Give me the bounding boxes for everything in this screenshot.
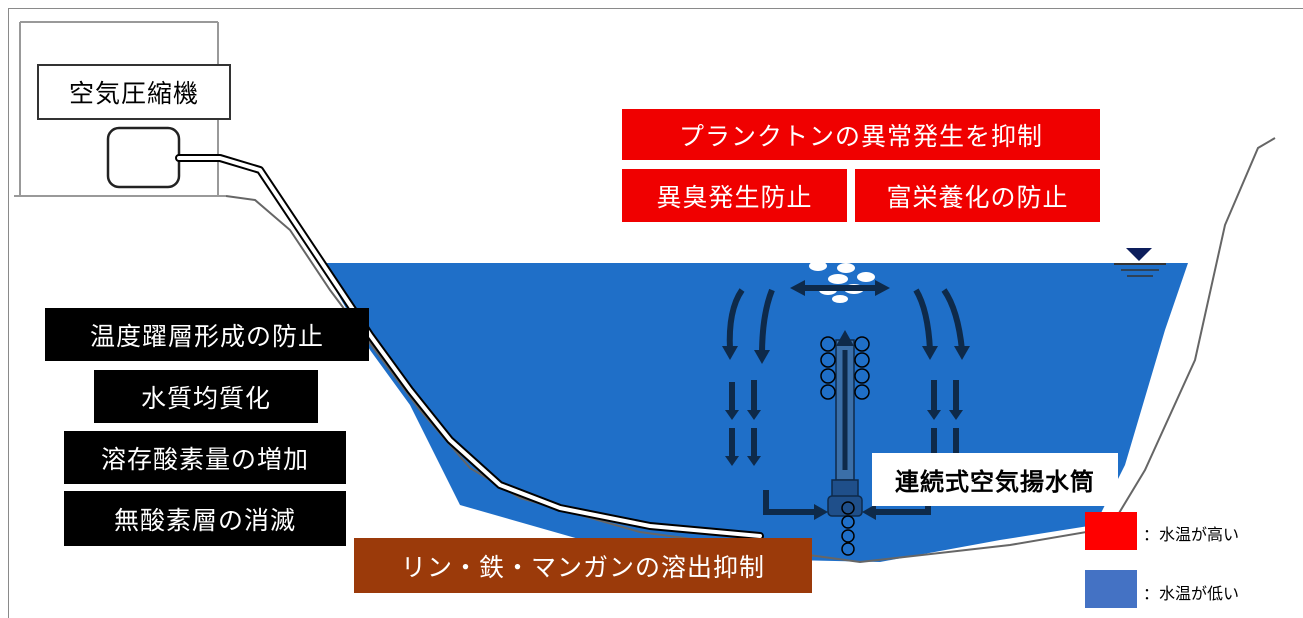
- effect-label-thermocline: 温度躍層形成の防止: [45, 308, 369, 361]
- effect-label-dissolved-oxygen: 溶存酸素量の増加: [64, 431, 346, 484]
- legend-label-low: ：水温が低い: [1143, 584, 1240, 603]
- legend-swatch-low: [1085, 570, 1137, 608]
- effect-label-odor: 異臭発生防止: [622, 169, 847, 222]
- terrain-outline: [225, 137, 1276, 564]
- effect-label-plankton: プランクトンの異常発生を抑制: [622, 109, 1100, 160]
- effect-label-eutrophication: 富栄養化の防止: [855, 169, 1100, 222]
- rising-bubbles: [820, 336, 870, 556]
- compressor-unit: [106, 126, 181, 189]
- water-level-marker: [1114, 248, 1166, 277]
- compressor-label: 空気圧縮機: [37, 64, 231, 120]
- effect-label-elution: リン・鉄・マンガンの溶出抑制: [354, 538, 812, 593]
- air-lift-tube: [827, 330, 863, 517]
- legend-label-high: ：水温が高い: [1143, 525, 1240, 544]
- legend-swatch-high: [1085, 512, 1137, 550]
- effect-label-homogenization: 水質均質化: [94, 370, 318, 423]
- device-label: 連続式空気揚水筒: [872, 453, 1118, 506]
- effect-label-anoxic-layer: 無酸素層の消滅: [64, 491, 346, 546]
- diagram-frame: [8, 8, 1303, 618]
